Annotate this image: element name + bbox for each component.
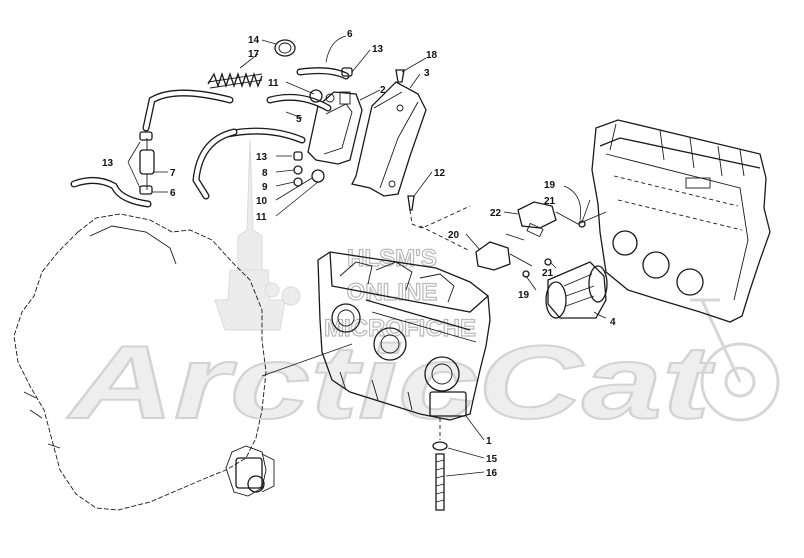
callout-16: 16 (486, 468, 498, 479)
callout-22: 22 (490, 208, 502, 219)
callout-4: 4 (610, 317, 616, 328)
watermark: ArcticCat HLSM'S ONLINE MICROFICHE (65, 139, 780, 442)
callout-9: 9 (262, 182, 268, 193)
fuel-hoses (70, 67, 350, 208)
motorcycle-watermark-icon (690, 298, 780, 422)
callout-8: 8 (262, 168, 268, 179)
callout-18: 18 (426, 50, 438, 61)
callout-6-top: 6 (347, 29, 353, 40)
callout-19-bottom: 19 (518, 290, 530, 301)
callout-13-mid: 13 (256, 152, 268, 163)
fuel-pump (307, 91, 363, 165)
engine-leader-line (261, 343, 353, 377)
callout-21-bottom: 21 (542, 268, 554, 279)
callout-12: 12 (434, 168, 446, 179)
callout-19-top: 19 (544, 180, 556, 191)
cathedral-watermark-icon (214, 139, 301, 331)
callout-6-left: 6 (170, 188, 176, 199)
callout-15: 15 (486, 454, 498, 465)
callout-7: 7 (170, 168, 176, 179)
intake-boot (545, 261, 608, 319)
callout-17: 17 (248, 49, 260, 60)
callout-3: 3 (424, 68, 430, 79)
callout-13-top: 13 (372, 44, 384, 55)
air-silencer-box (591, 119, 771, 323)
small-parts (139, 39, 607, 511)
callout-2: 2 (380, 85, 386, 96)
callout-21-top: 21 (544, 196, 556, 207)
watermark-logo-text: ArcticCat (66, 325, 716, 441)
watermark-line-2: ONLINE (347, 279, 438, 306)
callout-labels: 14 17 6 13 18 3 11 2 5 13 7 6 13 8 9 10 … (102, 29, 616, 479)
callout-5: 5 (296, 114, 302, 125)
callout-14: 14 (248, 35, 260, 46)
carburetor-assembly (317, 251, 491, 421)
watermark-line-3: MICROFICHE (324, 315, 476, 342)
callout-11-top: 11 (268, 78, 279, 89)
callout-leaders (127, 35, 607, 477)
callout-20: 20 (448, 230, 460, 241)
callout-11-bottom: 11 (256, 212, 267, 223)
mounting-bracket (351, 81, 427, 197)
callout-1: 1 (486, 436, 492, 447)
callout-13-left: 13 (102, 158, 114, 169)
watermark-line-1: HLSM'S (347, 245, 437, 272)
callout-10: 10 (256, 196, 268, 207)
engine-block (13, 213, 275, 511)
